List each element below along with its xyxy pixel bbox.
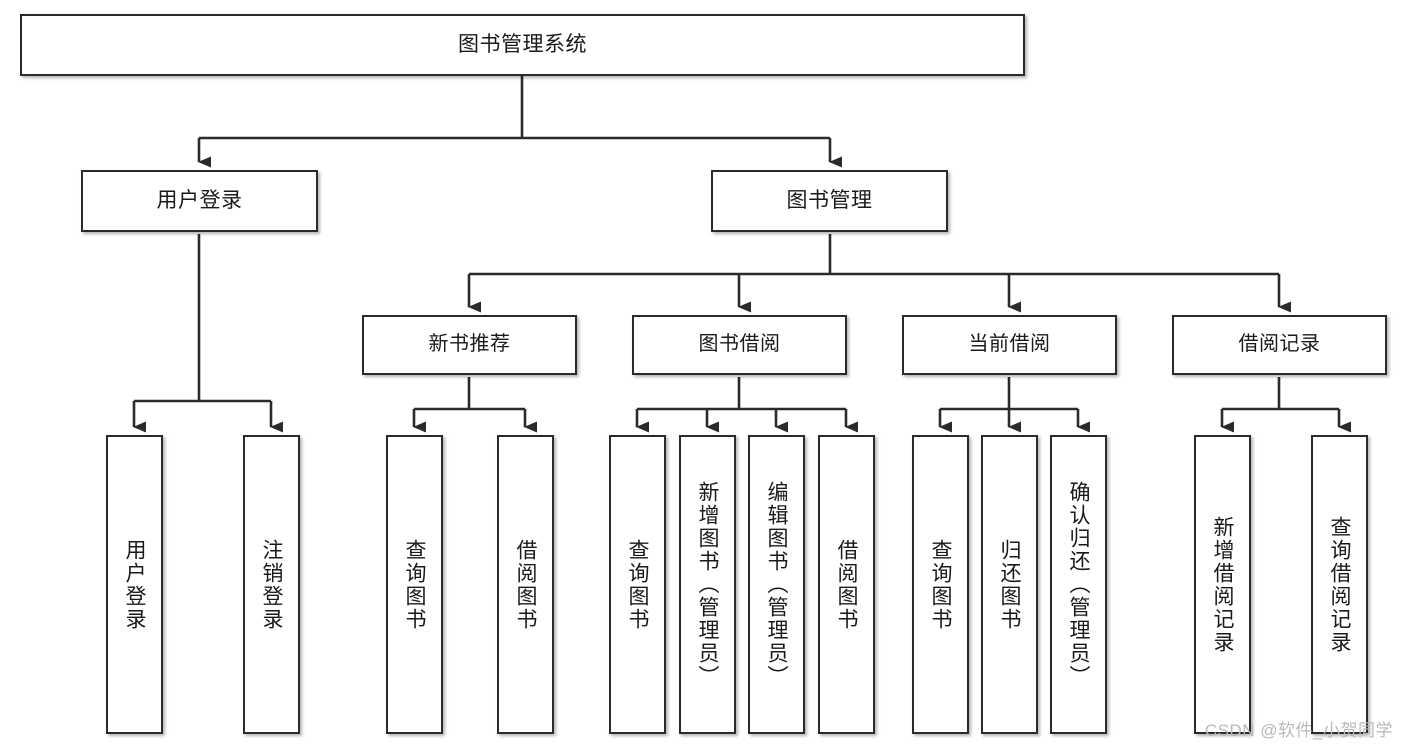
- connectors-new-book-recommend-to-leaves: [412, 377, 537, 433]
- node-book-borrow-label: 图书借阅: [698, 333, 781, 356]
- node-leaf-confirm-return[interactable]: 确认归还（管理员）: [1050, 435, 1107, 734]
- node-book-management-label: 图书管理: [786, 188, 873, 212]
- node-new-book-recommend-label: 新书推荐: [428, 333, 511, 356]
- node-book-management[interactable]: 图书管理: [711, 170, 948, 232]
- node-leaf-logout-login[interactable]: 注销登录: [243, 435, 300, 734]
- node-leaf-query-book-2[interactable]: 查询图书: [609, 435, 666, 734]
- node-leaf-return-book[interactable]: 归还图书: [981, 435, 1038, 734]
- node-leaf-edit-book[interactable]: 编辑图书（管理员）: [748, 435, 805, 734]
- node-leaf-add-borrow-record[interactable]: 新增借阅记录: [1194, 435, 1251, 734]
- node-leaf-query-book-3-label: 查询图书: [929, 538, 952, 631]
- node-leaf-query-borrow-record[interactable]: 查询借阅记录: [1311, 435, 1368, 734]
- node-leaf-query-borrow-record-label: 查询借阅记录: [1328, 515, 1351, 654]
- node-leaf-query-book-1-label: 查询图书: [403, 538, 426, 631]
- connectors-borrow-record-to-leaves: [1220, 377, 1351, 433]
- node-leaf-query-book-1[interactable]: 查询图书: [386, 435, 443, 734]
- node-borrow-record-label: 借阅记录: [1238, 333, 1321, 356]
- node-leaf-user-login-label: 用户登录: [123, 538, 146, 631]
- node-leaf-add-book-label: 新增图书（管理员）: [696, 481, 719, 688]
- node-leaf-return-book-label: 归还图书: [998, 538, 1021, 631]
- node-leaf-query-book-2-label: 查询图书: [626, 538, 649, 631]
- node-root[interactable]: 图书管理系统: [20, 14, 1025, 76]
- node-current-borrow[interactable]: 当前借阅: [902, 315, 1117, 375]
- node-user-login-label: 用户登录: [156, 188, 243, 212]
- node-current-borrow-label: 当前借阅: [968, 333, 1051, 356]
- connectors-current-borrow-to-leaves: [938, 377, 1090, 433]
- node-leaf-add-book[interactable]: 新增图书（管理员）: [679, 435, 736, 734]
- connectors-root-to-level1: [197, 76, 842, 168]
- node-book-borrow[interactable]: 图书借阅: [632, 315, 847, 375]
- node-leaf-borrow-book-1[interactable]: 借阅图书: [497, 435, 554, 734]
- node-leaf-user-login[interactable]: 用户登录: [106, 435, 163, 734]
- connectors-book-borrow-to-leaves: [635, 377, 858, 433]
- node-leaf-confirm-return-label: 确认归还（管理员）: [1067, 481, 1090, 688]
- node-user-login[interactable]: 用户登录: [81, 170, 318, 232]
- connectors-book-management-to-level2: [467, 234, 1291, 313]
- node-leaf-borrow-book-2-label: 借阅图书: [835, 538, 858, 631]
- node-leaf-logout-login-label: 注销登录: [260, 538, 283, 631]
- node-leaf-borrow-book-1-label: 借阅图书: [514, 538, 537, 631]
- node-leaf-query-book-3[interactable]: 查询图书: [912, 435, 969, 734]
- node-leaf-edit-book-label: 编辑图书（管理员）: [765, 481, 788, 688]
- node-root-label: 图书管理系统: [458, 32, 587, 56]
- node-leaf-borrow-book-2[interactable]: 借阅图书: [818, 435, 875, 734]
- node-new-book-recommend[interactable]: 新书推荐: [362, 315, 577, 375]
- node-borrow-record[interactable]: 借阅记录: [1172, 315, 1387, 375]
- node-leaf-add-borrow-record-label: 新增借阅记录: [1211, 515, 1234, 654]
- connectors-user-login-to-leaves: [132, 234, 283, 433]
